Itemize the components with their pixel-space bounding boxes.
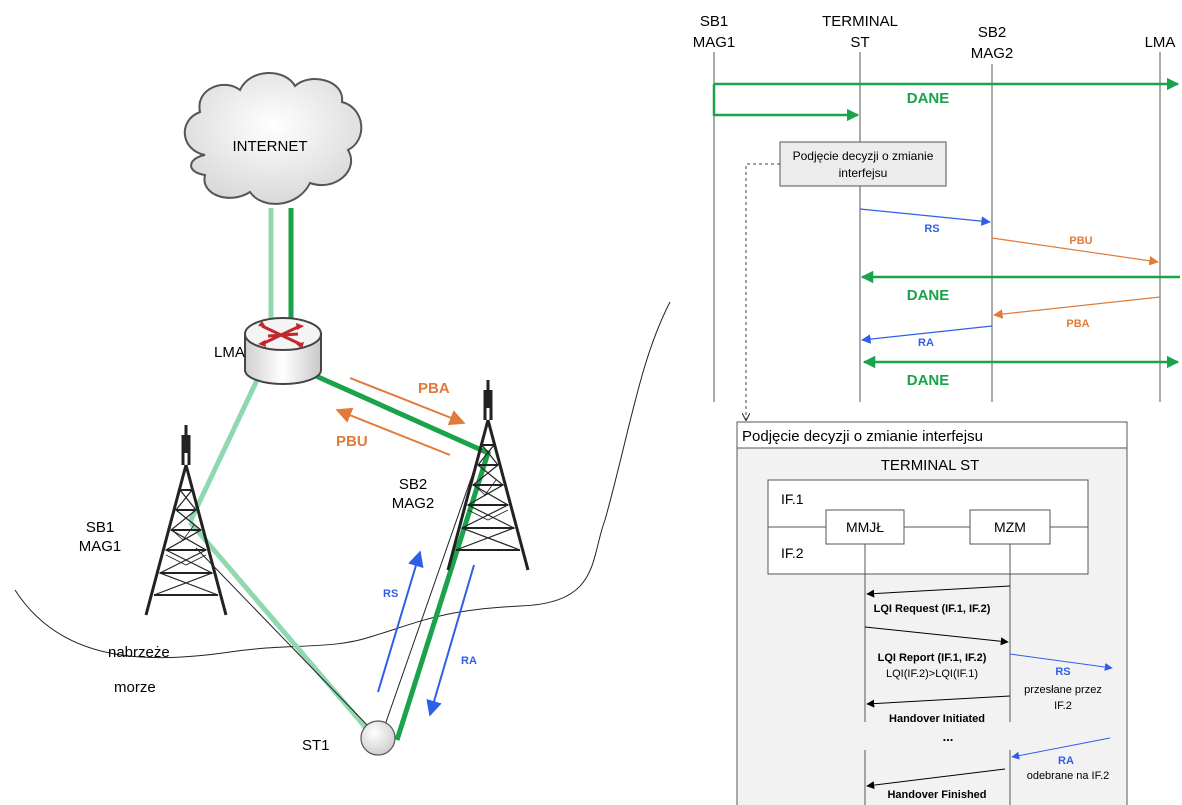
rs-note-line1: przesłane przez xyxy=(1024,684,1102,696)
lqi-request-label: LQI Request (IF.1, IF.2) xyxy=(874,603,991,615)
seq-rs-arrow xyxy=(859,208,991,226)
lifeline-sb1-label-1: SB1 xyxy=(700,13,728,30)
sb1-label-line1: SB1 xyxy=(86,519,114,536)
seq-ra-label: RA xyxy=(918,337,934,349)
sea-label: morze xyxy=(114,679,156,696)
ellipsis-label: ... xyxy=(943,729,954,744)
detail-rs-label: RS xyxy=(1055,666,1070,678)
seq-pba-arrow xyxy=(993,296,1161,319)
pba-label: PBA xyxy=(418,380,450,397)
st1-label: ST1 xyxy=(302,737,330,754)
ra-arrow xyxy=(426,564,475,717)
internet-label: INTERNET xyxy=(233,138,308,155)
detail-title: Podjęcie decyzji o zmianie interfejsu xyxy=(742,428,983,445)
link-lma-sb1 xyxy=(187,376,261,524)
sb2-label-line2: MAG2 xyxy=(392,495,435,512)
rs-note-line2: IF.2 xyxy=(1054,700,1072,712)
pba-arrow xyxy=(349,377,466,426)
seq-rs-label: RS xyxy=(924,223,939,235)
lqi-report-label: LQI Report (IF.1, IF.2) xyxy=(878,652,987,664)
lqi-request-arrow xyxy=(866,585,1011,598)
shore-label: nabrzeże xyxy=(108,644,170,661)
link-sb1-st1-thin xyxy=(195,547,371,729)
dane-label-1: DANE xyxy=(907,90,950,107)
lifeline-sb1-label-2: MAG1 xyxy=(693,34,736,51)
pbu-label: PBU xyxy=(336,433,368,450)
seq-pbu-label: PBU xyxy=(1069,235,1092,247)
ra-note: odebrane na IF.2 xyxy=(1027,770,1110,782)
dane-label-2: DANE xyxy=(907,287,950,304)
mmjl-box xyxy=(825,509,905,545)
lqi-compare-label: LQI(IF.2)>LQI(IF.1) xyxy=(886,668,978,680)
internet-cloud-icon xyxy=(183,72,363,205)
lqi-report-arrow xyxy=(864,626,1009,646)
link-lma-sb2-st1 xyxy=(314,373,492,741)
sb1-tower-icon xyxy=(144,423,228,617)
lifeline-lma-label: LMA xyxy=(1145,34,1176,51)
detail-ra-arrow xyxy=(1011,737,1111,760)
if1-label: IF.1 xyxy=(781,491,804,507)
sb1-label-line2: MAG1 xyxy=(79,538,122,555)
pbu-arrow xyxy=(335,407,451,456)
decision-detail-panel: Podjęcie decyzji o zmianie interfejsu TE… xyxy=(736,421,1128,805)
if2-label: IF.2 xyxy=(781,545,804,561)
sequence-diagram: SB1 MAG1 TERMINAL ST SB2 MAG2 LMA DANE P… xyxy=(693,13,1180,420)
shoreline-curve xyxy=(14,301,671,659)
seq-pbu-arrow xyxy=(991,237,1159,266)
network-topology: INTERNET LMA SB1 MAG1 SB2 MAG2 PBA PBU R… xyxy=(14,72,671,756)
lifeline-terminal-label-1: TERMINAL xyxy=(822,13,898,30)
decision-note-line2: interfejsu xyxy=(839,166,888,180)
detail-terminal-label: TERMINAL ST xyxy=(881,457,980,474)
link-sb2-st1-thin xyxy=(384,469,475,726)
lifeline-sb2-label-2: MAG2 xyxy=(971,45,1014,62)
handover-initiated-label: Handover Initiated xyxy=(889,713,985,725)
handover-finished-arrow xyxy=(866,768,1006,790)
lma-label: LMA xyxy=(214,344,245,361)
detail-ra-label: RA xyxy=(1058,755,1074,767)
decision-note-box xyxy=(779,141,947,187)
link-sb1-st1 xyxy=(188,520,374,737)
handover-finished-label: Handover Finished xyxy=(887,789,986,801)
detail-rs-arrow xyxy=(1009,653,1113,671)
rs-label: RS xyxy=(383,588,398,600)
sb2-label-line1: SB2 xyxy=(399,476,427,493)
lifeline-terminal-label-2: ST xyxy=(850,34,869,51)
mzm-label: MZM xyxy=(994,519,1026,535)
decision-note-connector xyxy=(746,163,780,420)
lifeline-sb2-label-1: SB2 xyxy=(978,24,1006,41)
ra-label: RA xyxy=(461,655,477,667)
dane-arrow-1-to-terminal xyxy=(712,84,860,122)
st1-terminal-icon xyxy=(360,720,396,756)
rs-arrow xyxy=(377,550,424,693)
lma-router-icon xyxy=(244,317,322,385)
dane-label-3: DANE xyxy=(907,372,950,389)
handover-initiated-arrow xyxy=(866,695,1011,708)
decision-note-line1: Podjęcie decyzji o zmianie xyxy=(793,149,934,163)
seq-pba-label: PBA xyxy=(1066,318,1089,330)
seq-ra-arrow xyxy=(861,325,993,344)
mzm-box xyxy=(969,509,1051,545)
mmjl-label: MMJŁ xyxy=(846,519,884,535)
detail-title-bar xyxy=(736,421,1128,449)
